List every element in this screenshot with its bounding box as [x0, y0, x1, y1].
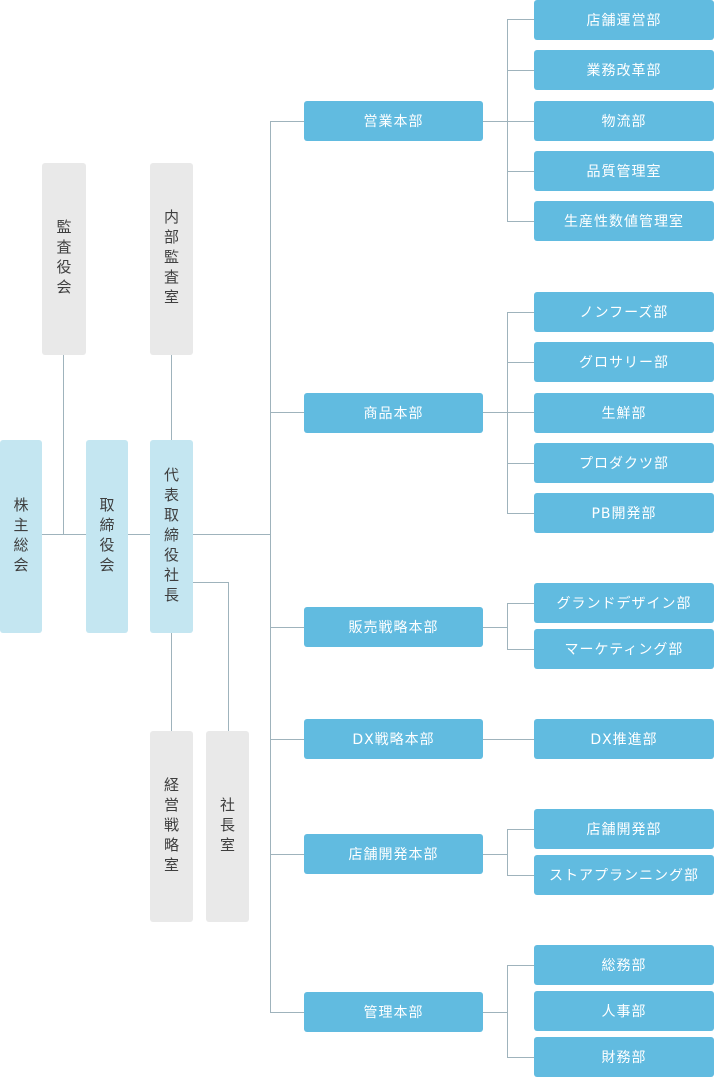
- dept-store-operations: 店舗運営部: [534, 0, 714, 40]
- dept-store-development: 店舗開発部: [534, 809, 714, 849]
- dept-pb-development: PB開発部: [534, 493, 714, 533]
- division-dx-strategy: DX戦略本部: [304, 719, 483, 759]
- dept-store-planning: ストアプランニング部: [534, 855, 714, 895]
- dept-grand-design: グランドデザイン部: [534, 583, 714, 623]
- division-merchandise: 商品本部: [304, 393, 483, 433]
- dept-finance: 財務部: [534, 1037, 714, 1077]
- division-sales-strategy: 販売戦略本部: [304, 607, 483, 647]
- dept-grocery: グロサリー部: [534, 342, 714, 382]
- division-sales: 営業本部: [304, 101, 483, 141]
- internal-audit-box: 内部監査室: [150, 163, 193, 355]
- president-office-box: 社長室: [206, 731, 249, 922]
- dept-quality-control: 品質管理室: [534, 151, 714, 191]
- dept-general-affairs: 総務部: [534, 945, 714, 985]
- dept-products: プロダクツ部: [534, 443, 714, 483]
- dept-marketing: マーケティング部: [534, 629, 714, 669]
- shareholders-meeting-box: 株主総会: [0, 440, 42, 633]
- dept-human-resources: 人事部: [534, 991, 714, 1031]
- board-of-directors-box: 取締役会: [86, 440, 128, 633]
- dept-non-foods: ノンフーズ部: [534, 292, 714, 332]
- management-strategy-office-box: 経営戦略室: [150, 731, 193, 922]
- audit-board-box: 監査役会: [42, 163, 86, 355]
- division-administration: 管理本部: [304, 992, 483, 1032]
- dept-productivity-metrics: 生産性数値管理室: [534, 201, 714, 241]
- dept-dx-promotion: DX推進部: [534, 719, 714, 759]
- president-box: 代表取締役社長: [150, 440, 193, 633]
- dept-fresh-foods: 生鮮部: [534, 393, 714, 433]
- dept-business-reform: 業務改革部: [534, 50, 714, 90]
- dept-logistics: 物流部: [534, 101, 714, 141]
- division-store-development: 店舗開発本部: [304, 834, 483, 874]
